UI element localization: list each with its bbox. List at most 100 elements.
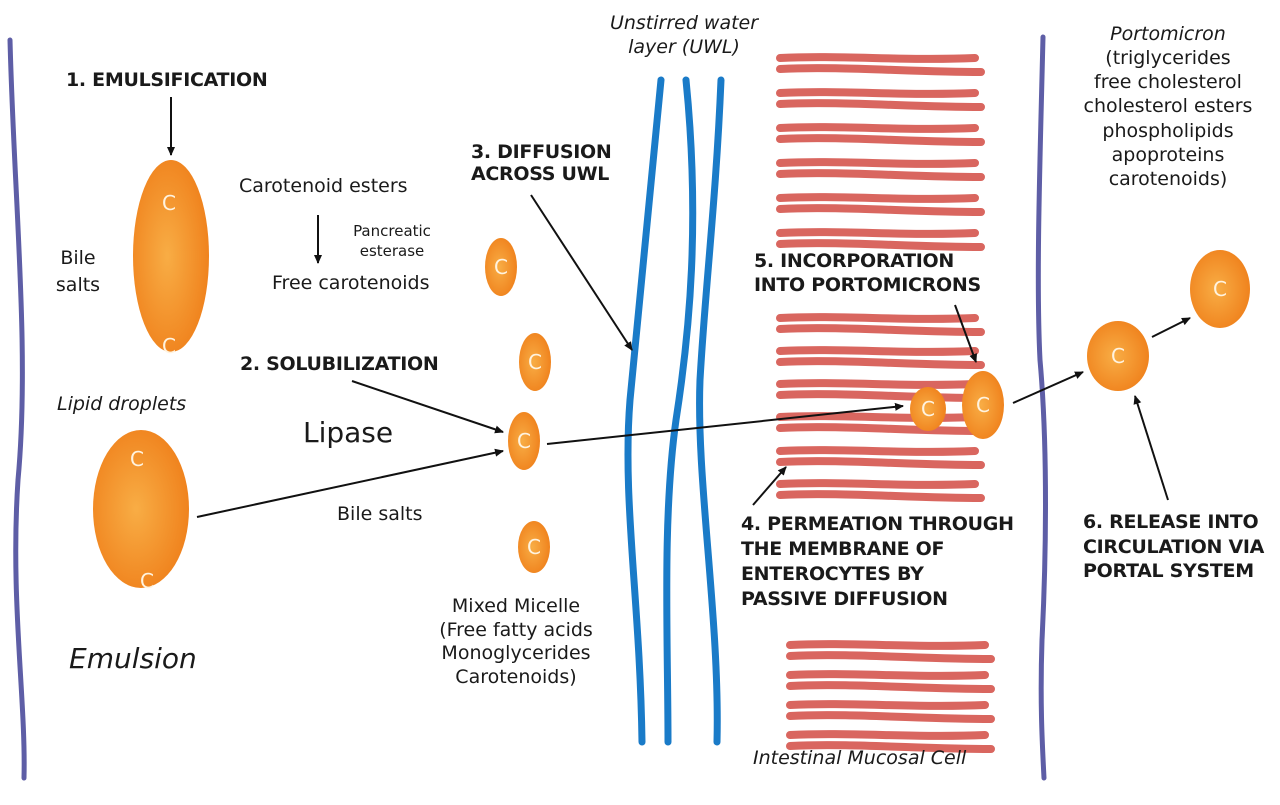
mucosal-strand [776,53,979,63]
arrow-to-circulation [1151,317,1191,338]
arrow-permeation [752,466,787,506]
portomicron-title: Portomicron [1110,23,1226,45]
pancreatic-line-2: esterase [359,242,425,261]
portomicron-component-4: phospholipids [1102,119,1234,142]
mucosal-strand [776,379,979,389]
step-2-solubilization: 2. SOLUBILIZATION [240,353,439,375]
unstirred-water-layer [624,76,725,746]
mucosal-strand [776,204,985,216]
mucosal-strand [786,700,989,710]
uwl-label-line-1: Unstirred water [609,12,759,34]
step-6-line-1: 6. RELEASE INTO [1083,511,1259,533]
portomicron-in-cell [962,371,1004,439]
mucosal-strand [776,239,985,251]
emulsion-label: Emulsion [69,642,197,675]
carotenoid-c-label: C [162,334,176,358]
lipase-label: Lipase [303,416,394,449]
portomicron-component-1: (triglycerides [1105,47,1231,70]
mucosal-strand [786,670,989,680]
intestinal-mucosal-cell-layers [776,53,995,753]
carotenoid-c-label: C [1111,344,1125,368]
step-3-line-2: ACROSS UWL [471,162,610,185]
lipid-droplets-label: Lipid droplets [57,393,187,415]
carotenoid-c-label: C [976,393,990,417]
portomicron-component-3: cholesterol esters [1083,95,1253,118]
step-4-line-2: THE MEMBRANE OF [741,538,945,561]
arrow-incorporation [954,304,977,363]
micelle-particle-3 [518,521,550,573]
basolateral-membrane [1035,34,1048,781]
mucosal-strand [776,357,985,369]
step-6-line-3: PORTAL SYSTEM [1083,560,1254,583]
mucosal-strand [786,681,995,693]
mucosal-strand [786,640,989,650]
carotenoid-esters-label: Carotenoid esters [239,175,408,197]
micelle-line-4: Carotenoids) [455,665,577,688]
step-6-release: 6. RELEASE INTO CIRCULATION VIA PORTAL S… [1083,510,1264,584]
carotenoid-c-label: C [1213,277,1227,301]
bile-salts-mid-label: Bile salts [337,503,423,525]
carotenoid-c-label: C [517,429,531,453]
mucosal-strand [776,479,979,489]
bile-salts-left-line-2: salts [55,273,101,296]
uwl-line-1 [624,76,665,746]
emulsion-particle [93,430,189,588]
mucosal-strand [786,711,995,723]
lipid-droplet-particle [133,160,209,352]
bile-salts-left-line-1: Bile [60,247,96,269]
mucosal-strand [776,313,979,323]
step-4-line-1: 4. PERMEATION THROUGH [741,513,1014,535]
free-carotenoids-label: Free carotenoids [272,272,430,294]
mucosal-strand [776,228,979,238]
mucosal-strand [776,158,979,168]
arrow-solubilization [351,380,504,434]
mucosal-strand [776,64,985,76]
mucosal-strand [776,193,979,203]
arrow-exit-cell [1012,371,1084,404]
portomicron-component-2: free cholesterol [1094,71,1242,94]
micelle-line-2: (Free fatty acids [439,618,593,641]
mucosal-strand [776,457,985,469]
portomicron-component-5: apoproteins [1111,143,1225,166]
step-3-diffusion: 3. DIFFUSION ACROSS UWL [471,141,612,186]
free-carotenoid-particle [485,238,517,296]
carotenoid-c-label: C [130,447,144,471]
mucosal-strand [776,324,985,336]
arrow-uwl-diffusion [530,194,633,351]
mucosal-strand [776,490,985,502]
uwl-label-line-2: layer (UWL) [628,35,740,58]
bile-salts-left-label: Bile salts [48,245,108,298]
carotenoid-c-label: C [162,191,176,215]
pancreatic-esterase-label: Pancreatic esterase [344,221,440,262]
uwl-line-2 [663,76,697,746]
step-1-emulsification: 1. EMULSIFICATION [66,69,268,91]
circulating-portomicron [1190,250,1250,328]
mucosal-strand [776,346,979,356]
mucosal-strand [786,741,995,753]
pancreatic-line-1: Pancreatic [353,222,431,240]
carotenoid-c-label: C [494,255,508,279]
micelle-line-1: Mixed Micelle [451,595,581,617]
mucosal-strand [776,99,985,111]
lumen-membrane-left [7,37,27,781]
mucosal-strand [776,169,985,181]
released-portomicron [1087,321,1149,391]
mucosal-strand [776,390,985,402]
arrows [167,97,1191,518]
arrow-release [1133,395,1169,501]
mucosal-strand [776,423,985,435]
micelle-line-3: Monoglycerides [441,642,591,665]
mucosal-strand [786,651,995,663]
step-6-line-2: CIRCULATION VIA [1083,535,1265,558]
step-3-line-1: 3. DIFFUSION [471,141,612,163]
step-5-line-2: INTO PORTOMICRONS [754,273,981,296]
carotenoid-c-label: C [528,350,542,374]
step-4-permeation: 4. PERMEATION THROUGH THE MEMBRANE OF EN… [741,512,1014,612]
arrow-emulsion-to-micelle [196,448,504,518]
carotenoid-c-label: C [921,397,935,421]
